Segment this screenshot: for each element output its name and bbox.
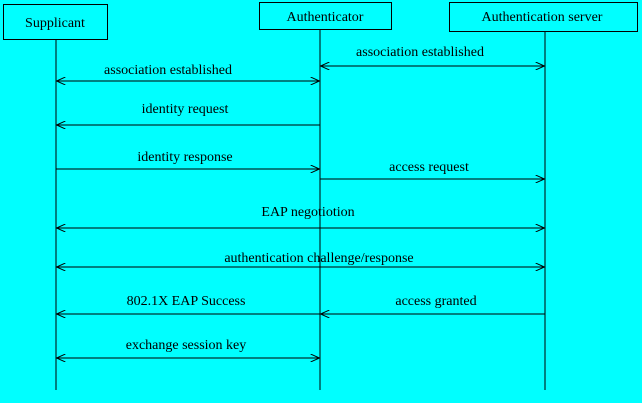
message-label: authentication challenge/response [224,251,413,266]
message-authentication-challenge-response: authentication challenge/response [57,251,544,267]
message-label: identity request [142,102,229,117]
participant-box [449,2,638,32]
participant-box [259,2,392,30]
message-access-request: access request [320,160,544,179]
message-label: association established [104,63,232,78]
participant-label: Authentication server [482,10,603,25]
message-identity-response: identity response [56,150,319,169]
message-exchange-session-key: exchange session key [57,338,319,358]
participant-label: Authenticator [287,10,364,25]
participant-server: Authentication server [449,2,638,32]
participant-box [3,4,108,40]
message-label: identity response [137,150,232,165]
participant-supplicant: Supplicant [3,4,108,40]
message-label: association established [356,45,484,60]
message-eap-negotiation: EAP negotiotion [57,205,544,228]
message-association-established-supplicant: association established [57,63,319,81]
participant-authenticator: Authenticator [259,2,392,30]
message-label: EAP negotiotion [261,205,354,220]
message-label: 802.1X EAP Success [127,294,246,309]
participant-label: Supplicant [25,16,85,31]
message-identity-request: identity request [57,102,320,125]
message-label: exchange session key [126,338,247,353]
message-access-granted: access granted [321,294,545,314]
message-label: access request [389,160,469,175]
message-label: access granted [395,294,476,309]
message-eap-success: 802.1X EAP Success [57,294,320,314]
message-association-established-server: association established [321,45,544,66]
